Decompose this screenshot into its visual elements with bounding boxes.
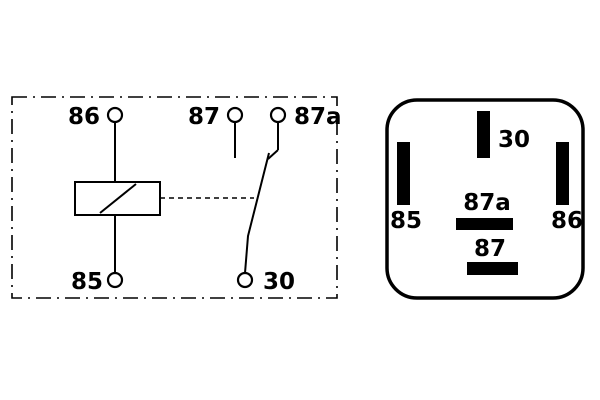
terminal-30-label: 30: [263, 269, 295, 295]
pin-85-blade: [397, 142, 410, 205]
terminal-85-circle: [106, 271, 124, 289]
terminal-87-label: 87: [188, 104, 220, 130]
contact-87a-hook: [267, 149, 279, 160]
relay-body-outline: [385, 98, 585, 300]
terminal-87a-circle: [269, 106, 287, 124]
pin-30-blade: [477, 111, 490, 158]
pin-86-blade: [556, 142, 569, 205]
terminal-30-circle: [236, 271, 254, 289]
terminal-86-label: 86: [68, 104, 100, 130]
coil-diagonal: [99, 183, 137, 214]
relay-pinout: [385, 98, 585, 300]
pin-86-label: 86: [551, 208, 583, 234]
pin-30-label: 30: [498, 127, 530, 153]
pin-87-blade: [467, 262, 518, 275]
terminal-85-label: 85: [71, 269, 103, 295]
pin-87a-blade: [456, 218, 513, 230]
terminal-86-circle: [106, 106, 124, 124]
switch-arm: [244, 152, 270, 274]
pin-85-label: 85: [390, 208, 422, 234]
pin-87-label: 87: [474, 236, 506, 262]
relay-schematic: [11, 96, 338, 299]
terminal-87-circle: [226, 106, 244, 124]
pin-87a-label: 87a: [463, 190, 511, 216]
schematic-boundary-frame: [11, 96, 338, 299]
terminal-87a-label: 87a: [294, 104, 342, 130]
